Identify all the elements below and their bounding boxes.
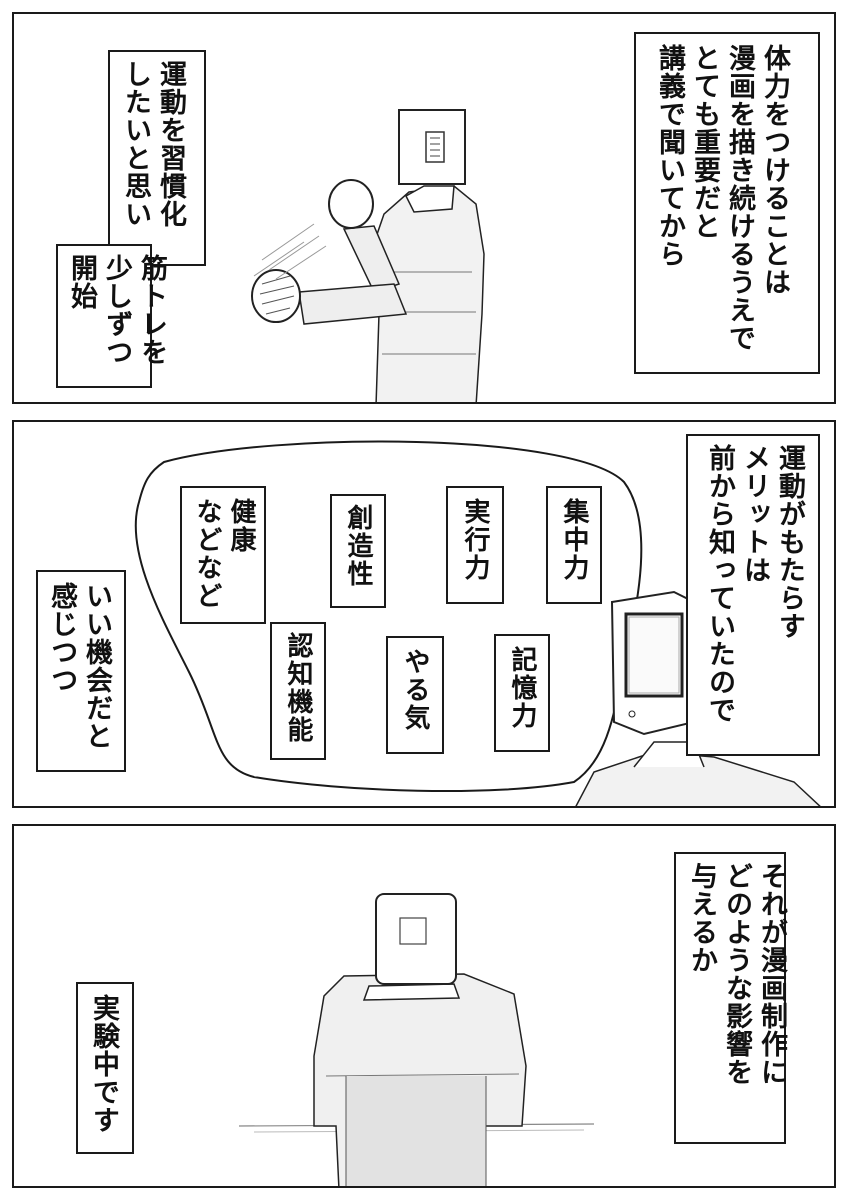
benefit-box-creativity bbox=[330, 494, 386, 608]
narration-box-left-b bbox=[56, 244, 152, 388]
benefit-box-motivation bbox=[386, 636, 444, 754]
narration-box-left bbox=[36, 570, 126, 772]
panel-2: 運動がもたらす メリットは 前から知っていたので 集中力 実行力 創造性 健康 … bbox=[12, 420, 836, 808]
benefit-box-execution bbox=[446, 486, 504, 604]
boxing-figure-illustration bbox=[251, 109, 485, 402]
benefit-motivation: やる気 bbox=[400, 648, 430, 732]
narration-text-left: 実験中です bbox=[88, 994, 119, 1134]
narration-box-right bbox=[674, 852, 786, 1144]
narration-text-left: いい機会だと 感じつつ bbox=[46, 582, 112, 750]
benefit-execution: 実行力 bbox=[460, 498, 490, 582]
panel-1: 体力をつけることは 漫画を描き続けるうえで とても重要だと 講義で聞いてから 運… bbox=[12, 12, 836, 404]
benefit-health: 健康 などなど bbox=[192, 498, 256, 610]
narration-box-right bbox=[634, 32, 820, 374]
narration-text-left-a: 運動を習慣化 したいと思い bbox=[120, 60, 186, 228]
benefit-box-health bbox=[180, 486, 266, 624]
narration-box-left-a bbox=[108, 50, 206, 266]
benefit-creativity: 創造性 bbox=[343, 504, 373, 588]
benefit-box-cognition bbox=[270, 622, 326, 760]
benefit-box-memory bbox=[494, 634, 550, 752]
narration-text-right: 体力をつけることは 漫画を描き続けるうえで とても重要だと 講義で聞いてから bbox=[654, 44, 790, 352]
benefit-box-concentration bbox=[546, 486, 602, 604]
benefit-memory: 記憶力 bbox=[507, 646, 537, 730]
narration-text-right: それが漫画制作に どのような影響を 与えるか bbox=[686, 862, 787, 1086]
narration-box-left bbox=[76, 982, 134, 1154]
panel-3: それが漫画制作に どのような影響を 与えるか 実験中です bbox=[12, 824, 836, 1188]
narration-text-right: 運動がもたらす メリットは 前から知っていたので bbox=[704, 444, 805, 724]
benefit-concentration: 集中力 bbox=[559, 498, 589, 582]
back-view-figure-illustration bbox=[238, 893, 595, 1186]
narration-text-left-b: 筋トレを 少しずつ 開始 bbox=[66, 254, 167, 366]
narration-box-right bbox=[686, 434, 820, 756]
benefit-cognition: 認知機能 bbox=[283, 632, 313, 744]
